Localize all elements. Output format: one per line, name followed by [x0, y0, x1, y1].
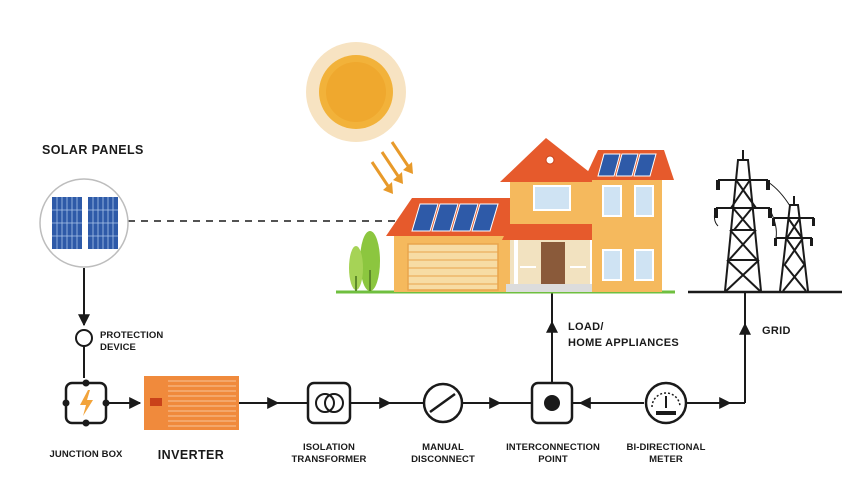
bidirectional-meter-label-1: BI-DIRECTIONAL — [626, 442, 706, 453]
bidirectional-meter-icon — [644, 381, 688, 425]
bidirectional-meter-label-2: METER — [649, 454, 683, 465]
house-icon — [386, 138, 674, 292]
protection-device-icon — [75, 329, 93, 347]
solar-panels-icon — [39, 178, 129, 268]
transmission-tower-icon — [713, 150, 814, 292]
tree-icon — [349, 231, 380, 291]
junction-box-icon — [62, 379, 110, 427]
manual-disconnect-label-2: DISCONNECT — [411, 454, 475, 465]
protection-device-label-2: DEVICE — [100, 342, 136, 353]
protection-device-label-1: PROTECTION — [100, 330, 164, 341]
insulator-icons — [714, 180, 815, 246]
inverter-label: INVERTER — [157, 448, 225, 462]
load-label-1: LOAD/ — [568, 321, 604, 333]
isolation-transformer-label-2: TRANSFORMER — [291, 454, 367, 465]
sun-icon — [306, 42, 406, 142]
solar-panels-label: SOLAR PANELS — [42, 143, 144, 157]
junction-box-label: JUNCTION BOX — [49, 449, 123, 460]
interconnection-point-label-2: POINT — [538, 454, 568, 465]
grid-label: GRID — [762, 325, 791, 337]
manual-disconnect-label-1: MANUAL — [422, 442, 464, 453]
interconnection-point-icon — [530, 381, 574, 425]
interconnection-point-label-1: INTERCONNECTION — [506, 442, 600, 453]
inverter-icon — [144, 376, 239, 430]
manual-disconnect-icon — [422, 382, 464, 424]
load-label-2: HOME APPLIANCES — [568, 337, 680, 349]
isolation-transformer-label-1: ISOLATION — [303, 442, 355, 453]
sun-rays-icon — [370, 141, 413, 194]
isolation-transformer-icon — [306, 381, 352, 425]
